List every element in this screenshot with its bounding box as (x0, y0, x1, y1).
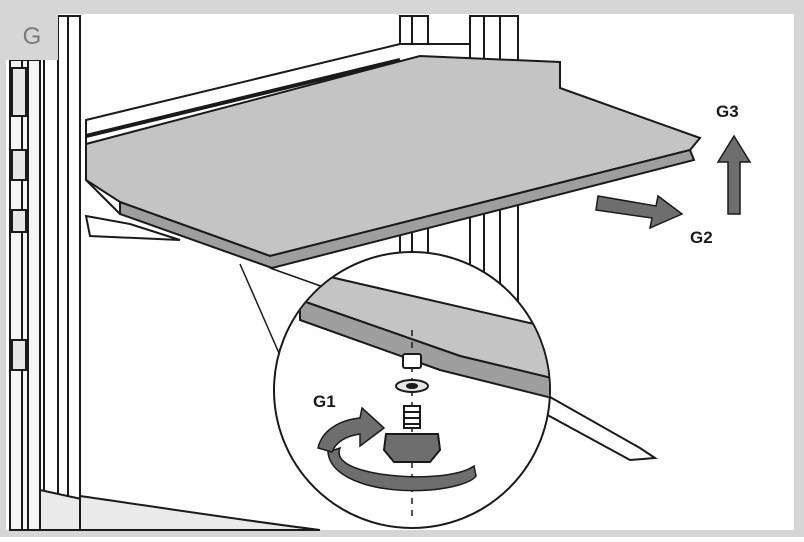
leveling-foot-hardware (382, 353, 442, 463)
base-rails (79, 214, 658, 531)
callout-g2: G2 (690, 228, 713, 247)
pull-arrow-g2 (595, 194, 684, 230)
callout-g3: G3 (716, 102, 739, 121)
left-cabinet-side (9, 59, 41, 531)
left-post (39, 15, 102, 531)
shelf-board (85, 54, 702, 270)
rotation-arrow-g1 (317, 406, 477, 492)
callout-g1: G1 (313, 392, 336, 411)
step-label: G (6, 14, 58, 60)
lift-arrow-g3 (716, 134, 752, 215)
